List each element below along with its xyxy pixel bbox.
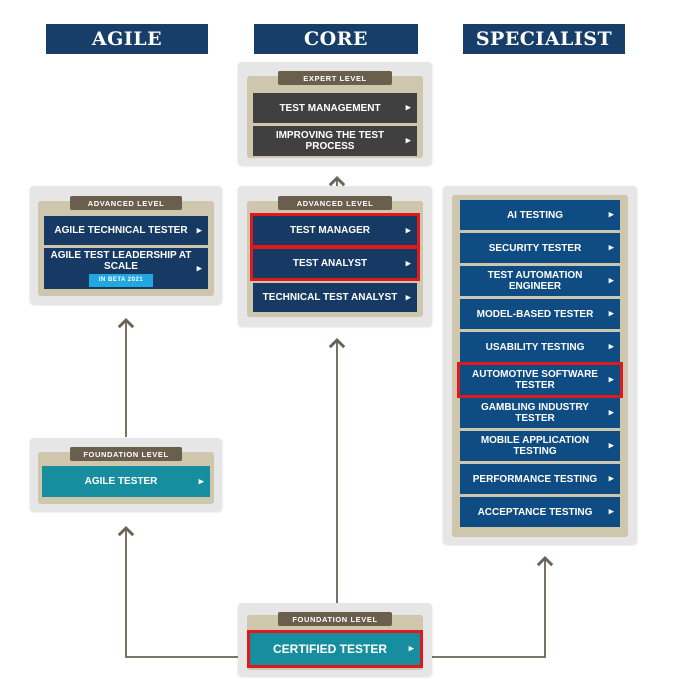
core-advanced-item-technical-test-analyst[interactable]: TECHNICAL TEST ANALYST ▶ <box>253 283 417 312</box>
item-label: AUTOMOTIVE SOFTWARE TESTER <box>472 369 598 391</box>
item-label: TECHNICAL TEST ANALYST <box>262 292 398 303</box>
triangle-right-icon: ▶ <box>608 244 614 252</box>
item-label: TEST MANAGER <box>290 225 370 236</box>
item-label: PERFORMANCE TESTING <box>472 473 598 485</box>
specialist-item-7[interactable]: MOBILE APPLICATION TESTING ▶ <box>460 431 620 461</box>
specialist-item-0[interactable]: AI TESTING ▶ <box>460 200 620 230</box>
agile-foundation-level-label: FOUNDATION LEVEL <box>70 447 182 461</box>
specialist-item-1[interactable]: SECURITY TESTER ▶ <box>460 233 620 263</box>
core-expert-item-test-management[interactable]: TEST MANAGEMENT ▶ <box>253 93 417 123</box>
item-label: TEST ANALYST <box>292 258 368 269</box>
header-core: CORE <box>254 24 418 54</box>
item-label: SECURITY TESTER <box>488 242 582 254</box>
triangle-right-icon: ▶ <box>405 294 411 301</box>
core-expert-item-improving-test-process[interactable]: IMPROVING THE TEST PROCESS ▶ <box>253 126 417 156</box>
agile-foundation-item-agile-tester[interactable]: AGILE TESTER ▶ <box>42 466 210 497</box>
triangle-right-icon: ▶ <box>608 376 614 384</box>
item-label: MODEL-BASED TESTER <box>476 308 594 320</box>
item-label: AGILE TECHNICAL TESTER <box>54 225 188 236</box>
item-label: USABILITY TESTING <box>485 341 585 353</box>
core-foundation-panel: FOUNDATION LEVEL CERTIFIED TESTER ▶ <box>238 603 432 676</box>
core-expert-panel: EXPERT LEVEL TEST MANAGEMENT ▶ IMPROVING… <box>238 62 432 165</box>
agile-advanced-panel: ADVANCED LEVEL AGILE TECHNICAL TESTER ▶ … <box>30 186 222 304</box>
item-label: AGILE TESTER <box>84 476 158 487</box>
triangle-right-icon: ▶ <box>608 343 614 351</box>
triangle-right-icon: ▶ <box>608 475 614 483</box>
triangle-right-icon: ▶ <box>608 409 614 417</box>
triangle-right-icon: ▶ <box>405 260 411 267</box>
triangle-right-icon: ▶ <box>608 442 614 450</box>
core-advanced-item-test-manager[interactable]: TEST MANAGER ▶ <box>250 213 420 248</box>
triangle-right-icon: ▶ <box>608 277 614 285</box>
header-agile: AGILE <box>46 24 208 54</box>
item-label: TEST AUTOMATION ENGINEER <box>487 270 583 292</box>
arrow-certified-to-agile <box>117 525 238 658</box>
specialist-item-9[interactable]: ACCEPTANCE TESTING ▶ <box>460 497 620 527</box>
core-advanced-level-label: ADVANCED LEVEL <box>278 196 392 210</box>
triangle-right-icon: ▶ <box>408 645 414 653</box>
arrow-certified-to-specialist <box>432 555 554 658</box>
specialist-item-5[interactable]: AUTOMOTIVE SOFTWARE TESTER ▶ <box>457 362 623 398</box>
specialist-item-8[interactable]: PERFORMANCE TESTING ▶ <box>460 464 620 494</box>
item-label: IMPROVING THE TEST PROCESS <box>275 130 385 152</box>
beta-badge: IN BETA 2021 <box>88 274 154 287</box>
triangle-right-icon: ▶ <box>405 227 411 234</box>
triangle-right-icon: ▶ <box>608 211 614 219</box>
specialist-item-6[interactable]: GAMBLING INDUSTRY TESTER ▶ <box>460 398 620 428</box>
specialist-item-3[interactable]: MODEL-BASED TESTER ▶ <box>460 299 620 329</box>
specialist-item-4[interactable]: USABILITY TESTING ▶ <box>460 332 620 362</box>
triangle-right-icon: ▶ <box>608 310 614 318</box>
agile-advanced-level-label: ADVANCED LEVEL <box>70 196 182 210</box>
item-label: AI TESTING <box>506 209 564 221</box>
core-advanced-item-test-analyst[interactable]: TEST ANALYST ▶ <box>250 246 420 281</box>
agile-advanced-item-technical-tester[interactable]: AGILE TECHNICAL TESTER ▶ <box>44 216 208 245</box>
core-advanced-panel: ADVANCED LEVEL TEST MANAGER ▶ TEST ANALY… <box>238 186 432 326</box>
item-label-wrap: AGILE TEST LEADERSHIP AT SCALE IN BETA 2… <box>50 250 192 287</box>
header-specialist: SPECIALIST <box>463 24 625 54</box>
core-foundation-level-label: FOUNDATION LEVEL <box>278 612 392 626</box>
specialist-item-2[interactable]: TEST AUTOMATION ENGINEER ▶ <box>460 266 620 296</box>
agile-foundation-panel: FOUNDATION LEVEL AGILE TESTER ▶ <box>30 438 222 511</box>
item-label: MOBILE APPLICATION TESTING <box>480 435 590 457</box>
item-label: GAMBLING INDUSTRY TESTER <box>481 402 589 424</box>
triangle-right-icon: ▶ <box>198 478 204 485</box>
triangle-right-icon: ▶ <box>196 265 202 272</box>
specialist-panel: AI TESTING▶SECURITY TESTER▶TEST AUTOMATI… <box>443 186 637 544</box>
triangle-right-icon: ▶ <box>405 104 411 112</box>
triangle-right-icon: ▶ <box>405 137 411 145</box>
item-label: AGILE TEST LEADERSHIP AT SCALE <box>50 250 192 272</box>
agile-advanced-item-leadership-at-scale[interactable]: AGILE TEST LEADERSHIP AT SCALE IN BETA 2… <box>44 248 208 289</box>
item-label: CERTIFIED TESTER <box>272 641 387 656</box>
item-label: ACCEPTANCE TESTING <box>477 506 593 518</box>
triangle-right-icon: ▶ <box>608 508 614 516</box>
item-label: TEST MANAGEMENT <box>279 102 381 114</box>
core-foundation-item-certified-tester[interactable]: CERTIFIED TESTER ▶ <box>247 630 423 668</box>
triangle-right-icon: ▶ <box>196 227 202 234</box>
core-expert-level-label: EXPERT LEVEL <box>278 71 392 85</box>
